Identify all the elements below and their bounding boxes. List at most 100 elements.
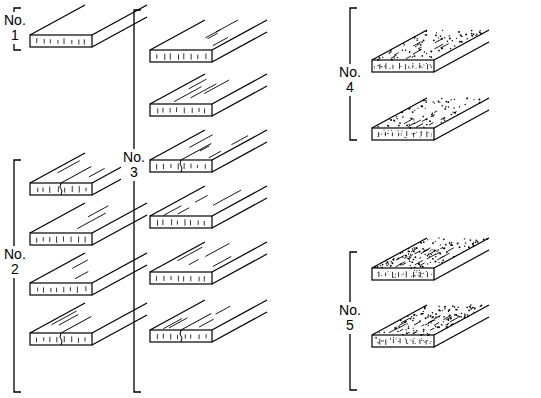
knot-dot <box>420 334 422 336</box>
knot-dot <box>481 304 483 306</box>
check-line <box>231 136 248 145</box>
board-edge <box>30 203 85 233</box>
knot-dot <box>428 314 429 315</box>
board-edge <box>92 303 147 333</box>
end-dot <box>393 337 394 338</box>
knot-dot <box>427 316 429 318</box>
knot-dot <box>402 334 404 336</box>
check-line <box>189 259 199 264</box>
knot-dot <box>448 310 449 311</box>
grain-tick <box>157 220 158 226</box>
grain-tick <box>49 337 50 342</box>
grain-tick <box>427 64 428 69</box>
check-line <box>396 255 405 260</box>
grain-tick <box>71 336 72 342</box>
knot-dot <box>413 250 415 252</box>
check-line <box>408 257 412 259</box>
knot-dot <box>464 238 465 239</box>
knot-dot <box>412 320 414 322</box>
knot-dot <box>422 116 424 118</box>
knot-dot <box>428 334 430 336</box>
end-dot <box>378 136 379 137</box>
knot-dot <box>439 253 441 255</box>
knot-dot <box>436 250 437 251</box>
knot-dot <box>474 307 476 309</box>
knot-dot <box>425 101 427 103</box>
grain-tick <box>49 186 50 193</box>
knot-dot <box>454 45 456 47</box>
check-line <box>191 84 217 98</box>
knot-dot <box>430 56 432 58</box>
knot-dot <box>473 33 475 35</box>
end-dot <box>421 340 422 341</box>
end-dot <box>388 271 389 272</box>
knot-dot <box>460 34 462 36</box>
knot-dot <box>426 118 428 120</box>
knot-dot <box>453 107 455 109</box>
knot-dot <box>428 325 429 326</box>
check-line <box>59 315 78 325</box>
grain-tick <box>56 337 57 342</box>
check-line <box>164 206 182 216</box>
grain-tick <box>157 334 158 339</box>
knot-dot <box>438 262 439 263</box>
knot-dot <box>472 243 474 245</box>
knot-dot <box>473 245 475 247</box>
check-line <box>406 56 411 59</box>
knot-dot <box>473 242 475 244</box>
end-dot <box>410 67 411 68</box>
grain-tick <box>385 63 386 69</box>
board-end-face <box>30 233 92 245</box>
knot-dot <box>405 255 407 257</box>
end-dot <box>416 132 417 133</box>
end-dot <box>415 343 416 344</box>
check-line <box>434 323 439 326</box>
end-dot <box>413 136 414 137</box>
grain-tick <box>36 238 37 243</box>
knot-dot <box>414 256 416 258</box>
knot-dot <box>450 48 451 49</box>
board-edge <box>92 253 147 283</box>
knot-dot <box>411 251 412 252</box>
knot-dot <box>444 108 446 110</box>
end-dot <box>430 343 431 344</box>
knot-dot <box>457 315 459 317</box>
end-dot <box>414 133 415 134</box>
check-line <box>422 119 428 122</box>
end-dot <box>420 137 421 138</box>
knot-dot <box>383 332 385 334</box>
knot-dot <box>470 306 471 307</box>
knot-dot <box>420 265 422 267</box>
grain-tick <box>43 287 44 292</box>
check-line <box>88 206 108 217</box>
grain-tick <box>413 133 414 137</box>
knot-dot <box>429 256 430 257</box>
board-edge <box>434 238 489 268</box>
knot-dot <box>454 306 456 308</box>
knot-dot <box>408 332 410 334</box>
knot-dot <box>440 248 441 249</box>
knot-dot <box>410 265 411 266</box>
end-split <box>60 183 62 195</box>
knot-dot <box>449 314 451 316</box>
knot-dot <box>388 125 390 127</box>
grain-tick <box>84 39 85 44</box>
check-line <box>446 323 449 325</box>
end-dot <box>419 272 420 273</box>
knot-dot <box>401 112 402 113</box>
grain-tick <box>420 272 421 278</box>
knot-dot <box>441 324 443 326</box>
knot-dot <box>436 32 437 33</box>
grain-tick <box>36 38 37 43</box>
knot-dot <box>387 125 389 127</box>
grain-tick <box>63 236 64 241</box>
knot-dot <box>412 56 413 57</box>
end-dot <box>398 341 399 342</box>
end-dot <box>411 133 412 134</box>
end-dot <box>393 277 394 278</box>
knot-dot <box>425 30 427 32</box>
board-end-face <box>150 104 212 116</box>
knot-dot <box>406 332 408 334</box>
knot-dot <box>400 319 402 321</box>
end-dot <box>389 68 390 69</box>
